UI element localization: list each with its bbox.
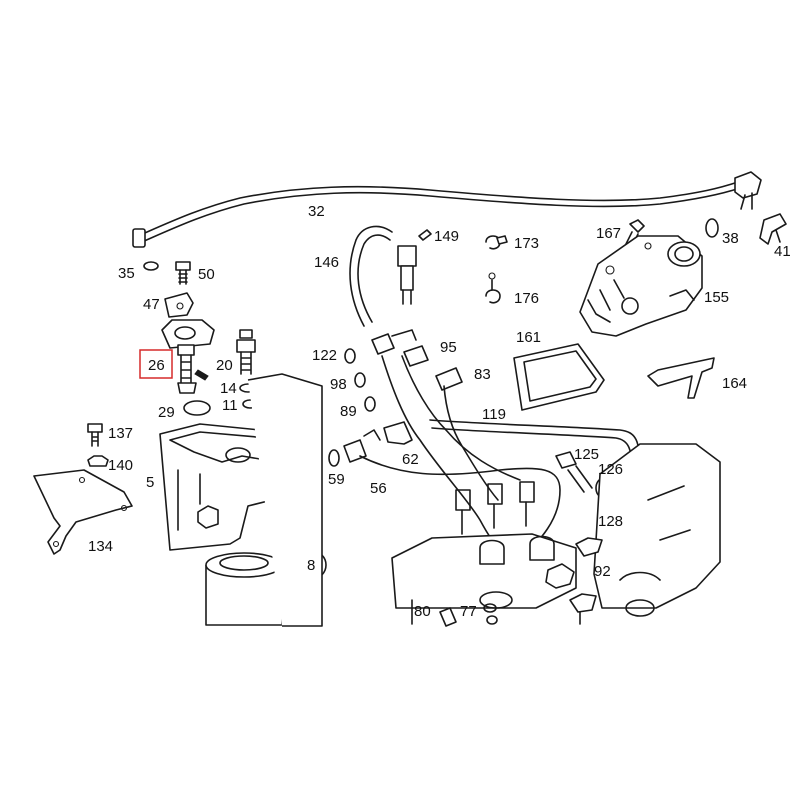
label-part-35: 35 [118,265,135,282]
part-137-bolt [87,423,103,447]
engine-block-left [247,373,323,627]
injection-pump-assembly [391,481,581,625]
label-part-50: 50 [198,266,215,283]
part-38-oring [705,218,719,238]
label-part-41: 41 [774,243,791,260]
label-part-146: 146 [314,254,339,271]
label-part-95: 95 [440,339,457,356]
label-part-29: 29 [158,404,175,421]
label-part-122: 122 [312,347,337,364]
label-part-126: 126 [598,461,623,478]
label-part-164: 164 [722,375,747,392]
part-149-sensor [397,229,432,305]
part-50-bolt [175,261,191,285]
part-155-pump-housing [579,235,703,337]
part-122-washer [344,348,356,364]
label-part-155: 155 [704,289,729,306]
part-41-clip [759,213,787,245]
engine-block-right [593,443,721,617]
part-164-bracket [647,357,715,399]
part-134-bracket-plate [33,469,133,555]
part-26-flange-fitting [161,319,215,394]
part-98-washer [354,372,366,388]
label-part-161: 161 [516,329,541,346]
part-92-clip [575,537,603,557]
label-part-98: 98 [330,376,347,393]
label-part-59: 59 [328,471,345,488]
label-part-47: 47 [143,296,160,313]
label-part-173: 173 [514,235,539,252]
part-29-oring [183,400,211,416]
filter-cartridge [205,552,283,626]
part-161-gasket [513,343,605,411]
label-part-80: 80 [414,603,431,620]
part-35-washer [143,261,159,271]
label-part-167: 167 [596,225,621,242]
part-173-clamp [485,235,508,250]
label-part-14: 14 [220,380,237,397]
part-176-clamp [485,272,501,304]
part-77-fitting [483,603,498,625]
label-part-83: 83 [474,366,491,383]
highlight-box-part-26 [139,349,173,379]
part-32-pipe [132,171,762,248]
label-part-137: 137 [108,425,133,442]
lower-clamps [545,563,597,613]
part-146-hose [349,225,393,327]
label-part-8: 8 [307,557,315,574]
label-part-38: 38 [722,230,739,247]
label-part-128: 128 [598,513,623,530]
label-part-5: 5 [146,474,154,491]
label-part-140: 140 [108,457,133,474]
label-part-26: 26 [148,357,165,374]
part-80-clip [439,607,457,627]
part-59-washer [328,449,340,467]
label-part-149: 149 [434,228,459,245]
part-140-nut [87,455,109,467]
label-part-11: 11 [222,397,238,414]
part-47-bracket [164,292,194,318]
label-part-62: 62 [402,451,419,468]
label-part-134: 134 [88,538,113,555]
label-part-89: 89 [340,403,357,420]
part-83-fitting [435,367,463,391]
label-part-176: 176 [514,290,539,307]
part-20-valve [236,329,256,375]
part-95-fitting [371,329,429,367]
part-125-banjo-bolt [555,451,593,493]
label-part-125: 125 [574,446,599,463]
label-part-56: 56 [370,480,387,497]
part-89-washer [364,396,376,412]
label-part-20: 20 [216,357,233,374]
label-part-77: 77 [460,603,477,620]
label-part-92: 92 [594,563,611,580]
label-part-119: 119 [482,406,506,423]
label-part-32: 32 [308,203,325,220]
